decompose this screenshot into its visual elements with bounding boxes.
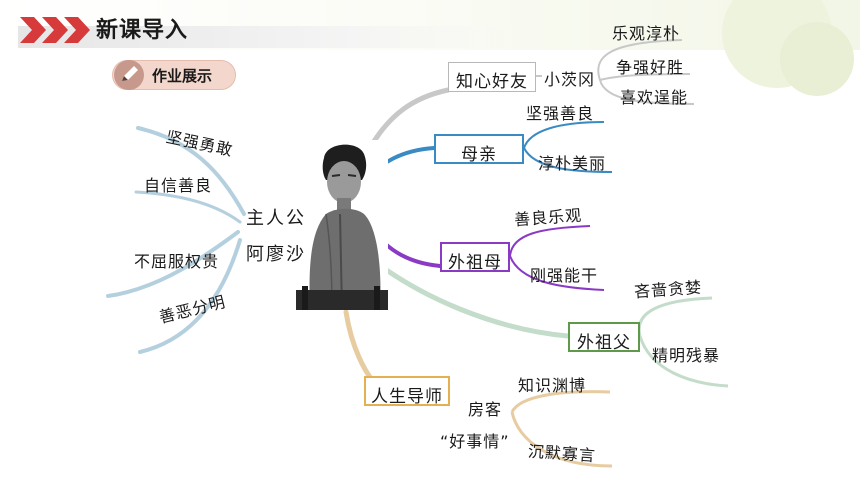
branch-mother-trait-2 [523,147,613,173]
node-mother: 母亲 [434,134,524,165]
branch-hero-trait-2 [134,190,242,224]
trait-grandpa-1: 吝啬贪婪 [633,277,703,302]
aliosha-portrait [296,140,388,310]
node-mentor-name-1: 房客 [468,400,503,419]
trait-grandpa-2: 精明残暴 [652,346,721,365]
pencil-icon [122,66,138,81]
branch-mother-trait-1 [523,121,605,149]
branch-hero-trait-3 [106,230,240,298]
decorative-circle-small [780,22,854,96]
trait-mother-1: 坚强善良 [526,104,595,123]
branch-grandma-trait-2 [509,255,605,291]
branch-hero-trait-1 [136,126,246,216]
node-grandpa: 外祖父 [568,322,640,353]
header-bar [18,26,508,48]
homework-label: 作业展示 [152,67,213,85]
branch-mentor-trait-1 [510,390,611,413]
node-friend: 知心好友 [448,62,536,92]
trait-friend-1: 乐观淳朴 [612,24,681,43]
triple-chevron-right-icon [20,17,90,43]
branch-friend-trait-1 [597,39,683,81]
trait-hero-2: 自信善良 [144,176,213,195]
node-friend-name: 小茨冈 [544,70,596,89]
branch-mentor [343,309,375,383]
branch-friend-trait-2 [599,73,691,81]
branch-friend-trait-3 [599,79,695,105]
trait-grandma-2: 刚强能干 [530,266,599,285]
branch-mentor-trait-2 [510,411,613,468]
node-mentor-name-2: “好事情” [440,432,510,451]
branch-grandpa-trait-1 [637,296,713,337]
trait-mentor-2: 沉默寡言 [527,441,597,466]
trait-friend-2: 争强好胜 [616,58,685,77]
trait-hero-3: 不屈服权贵 [134,252,220,271]
hero-label-line2: 阿廖沙 [246,244,306,265]
branch-grandpa-trait-2 [638,335,729,388]
pencil-icon-circle [114,60,144,90]
trait-mentor-1: 知识渊博 [518,376,587,395]
trait-grandma-1: 善良乐观 [513,205,583,230]
page-title: 新课导入 [96,18,189,43]
branch-grandma-trait-1 [509,225,591,257]
node-mentor: 人生导师 [364,376,450,407]
hero-label-line1: 主人公 [246,208,306,229]
trait-friend-3: 喜欢逞能 [620,88,689,107]
node-grandma: 外祖母 [440,242,510,273]
trait-mother-2: 淳朴美丽 [538,154,607,173]
branch-hero-trait-4 [138,238,242,354]
